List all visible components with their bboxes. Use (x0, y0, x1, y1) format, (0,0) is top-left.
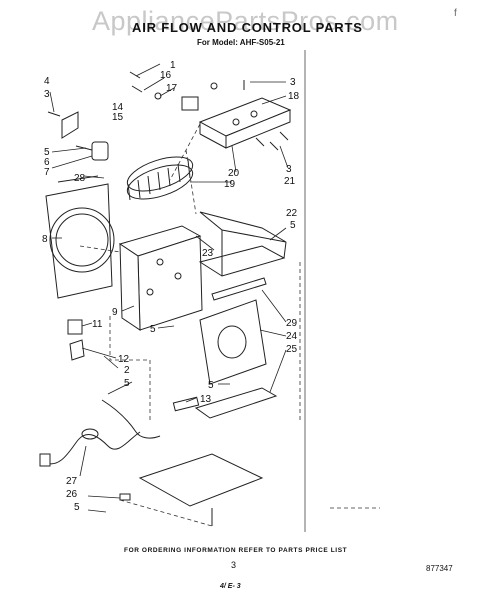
callout-label: 18 (288, 91, 300, 102)
callout-label: 4 (44, 76, 50, 87)
model-subtitle: For Model: AHF-S05-21 (197, 38, 285, 47)
callout-label: 20 (228, 168, 240, 179)
right-frame (198, 211, 287, 277)
callout-label: 7 (44, 167, 50, 178)
ordering-note: FOR ORDERING INFORMATION REFER TO PARTS … (124, 547, 348, 554)
diagram-title: AIR FLOW AND CONTROL PARTS (132, 20, 363, 35)
capacitor (75, 141, 109, 161)
callout-label: 17 (166, 83, 178, 94)
left-mount-bracket (47, 111, 79, 139)
callout-label: 19 (224, 179, 236, 190)
control-bracket-assembly (181, 96, 292, 149)
drain-tube (172, 396, 200, 412)
callout-label: 14 (112, 102, 124, 113)
callout-label: 16 (160, 70, 172, 81)
callout-label: 5 (44, 147, 50, 158)
switch-plate (67, 319, 85, 361)
callout-label: 13 (200, 394, 212, 405)
callout-label: 3 (44, 89, 50, 100)
leader-lines (49, 63, 289, 513)
base-pan (138, 453, 264, 526)
corner-mark: f (454, 8, 457, 19)
assembly-line (185, 149, 197, 215)
callout-label: 5 (208, 380, 214, 391)
date-code: 4/ E- 3 (220, 583, 241, 590)
bottom-tray (194, 387, 278, 419)
callout-label: 11 (92, 319, 103, 330)
reference-code: 877347 (426, 564, 453, 573)
callout-label: 24 (286, 331, 298, 342)
callout-label: 23 (202, 248, 214, 259)
callout-label: 3 (286, 164, 292, 175)
callout-label: 3 (290, 77, 296, 88)
callout-labels: 1 16 17 3 18 4 3 14 15 5 6 7 28 8 9 11 1… (42, 60, 300, 513)
screws-top (129, 71, 289, 151)
callout-label: 5 (150, 324, 156, 335)
callout-label: 25 (286, 344, 298, 355)
blower-wheel (126, 156, 194, 201)
callout-label: 5 (124, 378, 130, 389)
page-number: 3 (231, 560, 237, 570)
assembly-line (109, 316, 151, 420)
callout-label: 21 (284, 176, 296, 187)
callout-label: 2 (124, 365, 130, 376)
retaining-clip (119, 493, 131, 501)
callout-label: 22 (286, 208, 298, 219)
main-housing (118, 225, 203, 331)
callout-label: 1 (170, 60, 176, 71)
callout-label: 6 (44, 157, 50, 168)
scroll-panel (45, 175, 115, 299)
callout-label: 5 (74, 502, 80, 513)
power-cord (39, 399, 161, 467)
callout-label: 29 (286, 318, 298, 329)
access-cover (199, 299, 267, 385)
callout-label: 9 (112, 307, 118, 318)
callout-label: 8 (42, 234, 48, 245)
callout-label: 28 (74, 173, 86, 184)
assembly-line (169, 123, 201, 181)
callout-label: 5 (290, 220, 296, 231)
callout-label: 26 (66, 489, 78, 500)
filter-strip (211, 277, 267, 301)
watermark-text: AppliancePartsPros.com (92, 6, 399, 36)
assembly-line (119, 499, 213, 527)
callout-label: 12 (118, 354, 130, 365)
callout-label: 27 (66, 476, 78, 487)
callout-label: 15 (112, 112, 124, 123)
